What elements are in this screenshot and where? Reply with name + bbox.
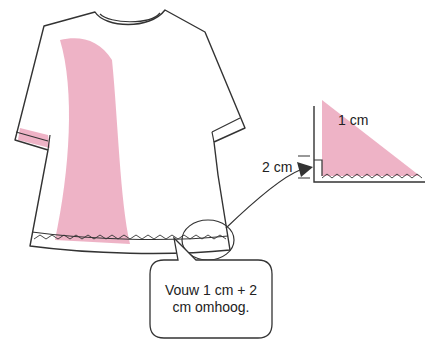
dimension-label: 2 cm [262,159,292,175]
speech-bubble: Vouw 1 cm + 2 cm omhoog. [150,260,272,338]
dimension-label: 1 cm [338,112,368,128]
neck-line [100,13,160,22]
hem-fold [32,232,228,239]
detail-fabric [314,106,425,182]
shirt-shading [55,38,130,244]
arrow-head [297,162,313,177]
sleeve-seam [48,132,214,150]
bubble-path [150,238,272,338]
detail-arrow [226,170,300,228]
dimension-ticks [298,156,310,178]
detail-zigzag [322,174,422,178]
hem-zigzag [34,235,226,239]
detail-shading [322,100,420,176]
shirt-outline [15,10,245,253]
sleeve-shading [18,128,50,148]
bubble-text: Vouw 1 cm + 2 cm omhoog. [163,282,259,316]
detail-fold [314,160,322,176]
